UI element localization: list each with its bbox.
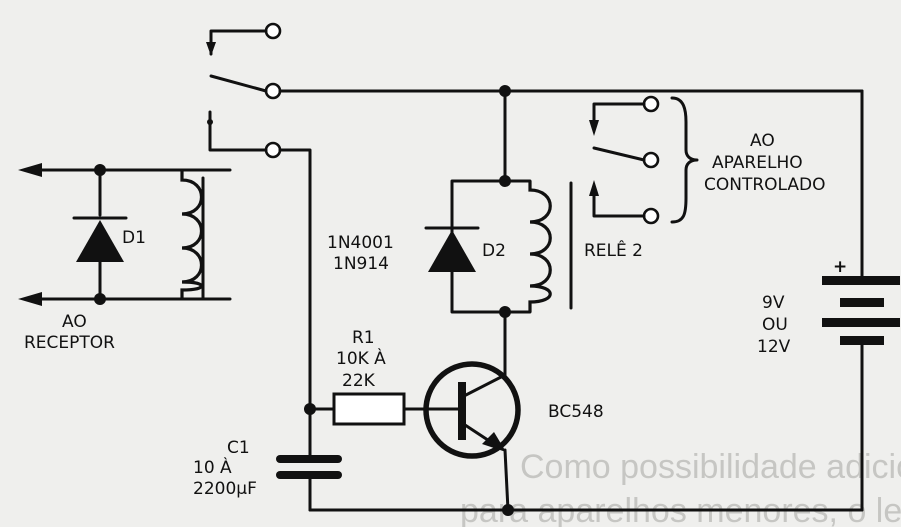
label-device-line2: APARELHO xyxy=(712,153,803,173)
receiver-arrow-top xyxy=(18,163,42,177)
relay2-arrow-bottom xyxy=(589,180,599,196)
relay2-contacts xyxy=(589,95,699,225)
receiver-arrow-bottom xyxy=(18,292,42,306)
label-device-line1: AO xyxy=(750,131,775,151)
diode-d1 xyxy=(72,168,128,301)
label-c1-value1: 10 À xyxy=(193,456,232,478)
relay1-terminal-common xyxy=(264,82,282,100)
relay1-coil xyxy=(180,170,204,299)
relay1-terminal-top xyxy=(264,22,282,40)
relay2-switch-blade xyxy=(592,146,646,162)
relay2-terminal-middle xyxy=(642,151,660,169)
relay2-coil xyxy=(528,181,552,312)
emitter-arrow xyxy=(482,432,506,452)
label-d2-part2: 1N914 xyxy=(333,254,389,274)
label-battery-plus: + xyxy=(833,257,847,277)
bleed-through-line-1: Como possibilidade adicional de controle… xyxy=(520,448,901,486)
relay1-terminal-bottom xyxy=(264,141,282,159)
label-d1: D1 xyxy=(122,228,146,248)
label-r1-value2: 22K xyxy=(342,371,376,391)
transistor-bc548 xyxy=(423,361,521,512)
label-transistor: BC548 xyxy=(548,402,604,422)
label-d2-part1: 1N4001 xyxy=(327,233,394,253)
relay2-terminal-bottom xyxy=(642,207,660,225)
label-c1: C1 xyxy=(227,438,250,458)
wire-relay1-to-r1 xyxy=(278,148,312,411)
label-device-line3: CONTROLADO xyxy=(704,175,826,195)
label-receiver-line1: AO xyxy=(62,312,87,332)
label-r1-value1: 10K À xyxy=(336,347,386,369)
label-r1: R1 xyxy=(352,328,375,348)
relay1-contacts xyxy=(206,22,282,159)
relay1-coil-section xyxy=(18,163,232,306)
relay2-brace xyxy=(670,96,699,224)
main-wiring xyxy=(278,85,864,516)
label-c1-value2: 2200µF xyxy=(193,479,257,499)
relay2-arrow-top xyxy=(589,120,599,136)
label-battery-v2: OU xyxy=(762,315,788,335)
relay1-contact-bottom-wire xyxy=(208,110,268,152)
relay2-contact-top-wire xyxy=(592,102,646,132)
capacitor-c1 xyxy=(276,407,342,512)
relay1-switch-blade xyxy=(209,74,268,93)
relay1-pivot xyxy=(207,119,213,125)
label-d2: D2 xyxy=(482,241,506,261)
relay2-terminal-top xyxy=(642,95,660,113)
resistor-r1 xyxy=(304,392,442,426)
label-battery-v3: 12V xyxy=(757,337,791,357)
label-receiver-line2: RECEPTOR xyxy=(24,333,115,353)
label-battery-v1: 9V xyxy=(762,293,785,313)
relay1-arrow-top xyxy=(206,42,216,56)
relay2-coil-section xyxy=(424,175,573,377)
label-relay2: RELÊ 2 xyxy=(584,239,643,261)
relay2-contact-bottom-wire xyxy=(592,190,646,218)
battery xyxy=(822,276,900,345)
relay1-contact-top-wire xyxy=(209,29,268,56)
diode-d2 xyxy=(424,226,480,272)
